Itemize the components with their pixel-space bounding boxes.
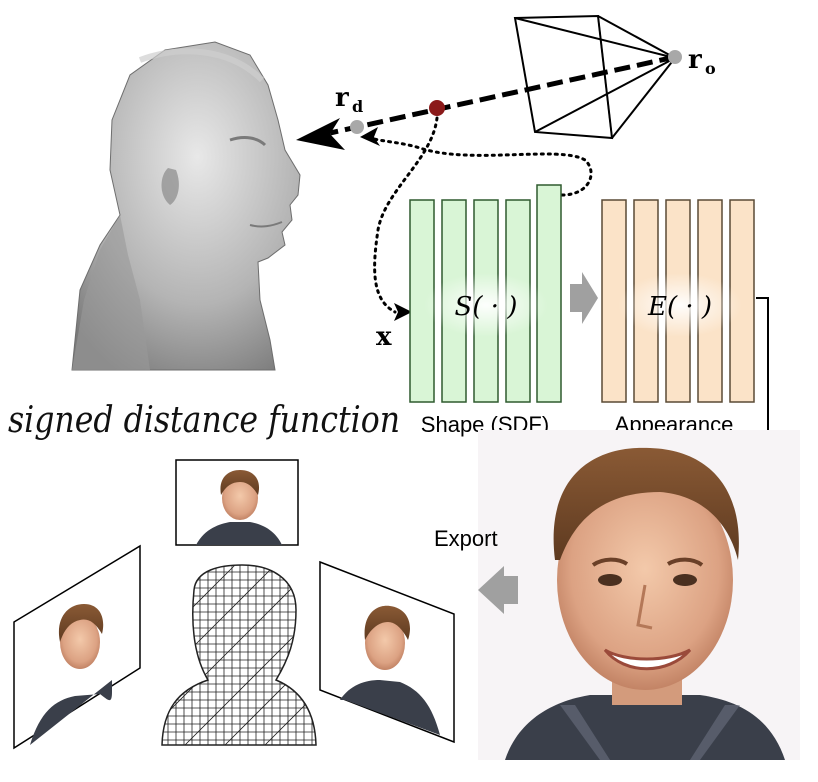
right-view-thumbnail	[319, 560, 455, 744]
ray-origin-subscript: o	[705, 59, 716, 78]
ray-direction-point	[350, 120, 364, 134]
left-view-thumbnail	[13, 544, 141, 750]
wireframe-mesh-icon	[161, 564, 317, 746]
ray-origin-label: r	[688, 45, 702, 75]
sample-point-label: x	[376, 322, 392, 352]
export-arrow	[478, 566, 518, 614]
network-flow-arrow	[570, 272, 598, 324]
handwritten-note: signed distance function	[8, 400, 400, 441]
frontal-view-thumbnail	[175, 459, 299, 546]
shape-network-glow	[424, 273, 548, 337]
rendered-face-photo-icon	[478, 430, 800, 760]
appearance-network-glow	[618, 273, 742, 337]
camera-frustum-icon	[513, 14, 676, 140]
ray-origin-point	[668, 50, 682, 64]
ray-direction-label: r	[335, 83, 349, 113]
export-label: Export	[434, 526, 498, 551]
sdf-head-render-icon	[71, 41, 301, 371]
return-arrowhead	[360, 127, 380, 146]
appearance-network-label: E( · )	[647, 292, 712, 322]
sample-arrowhead	[394, 303, 412, 321]
ray-direction-subscript: d	[352, 97, 363, 116]
shape-network-label: S( · )	[455, 292, 518, 322]
dotted-sample-path	[368, 116, 593, 314]
camera-ray	[296, 54, 676, 150]
sample-point-marker	[429, 100, 445, 116]
